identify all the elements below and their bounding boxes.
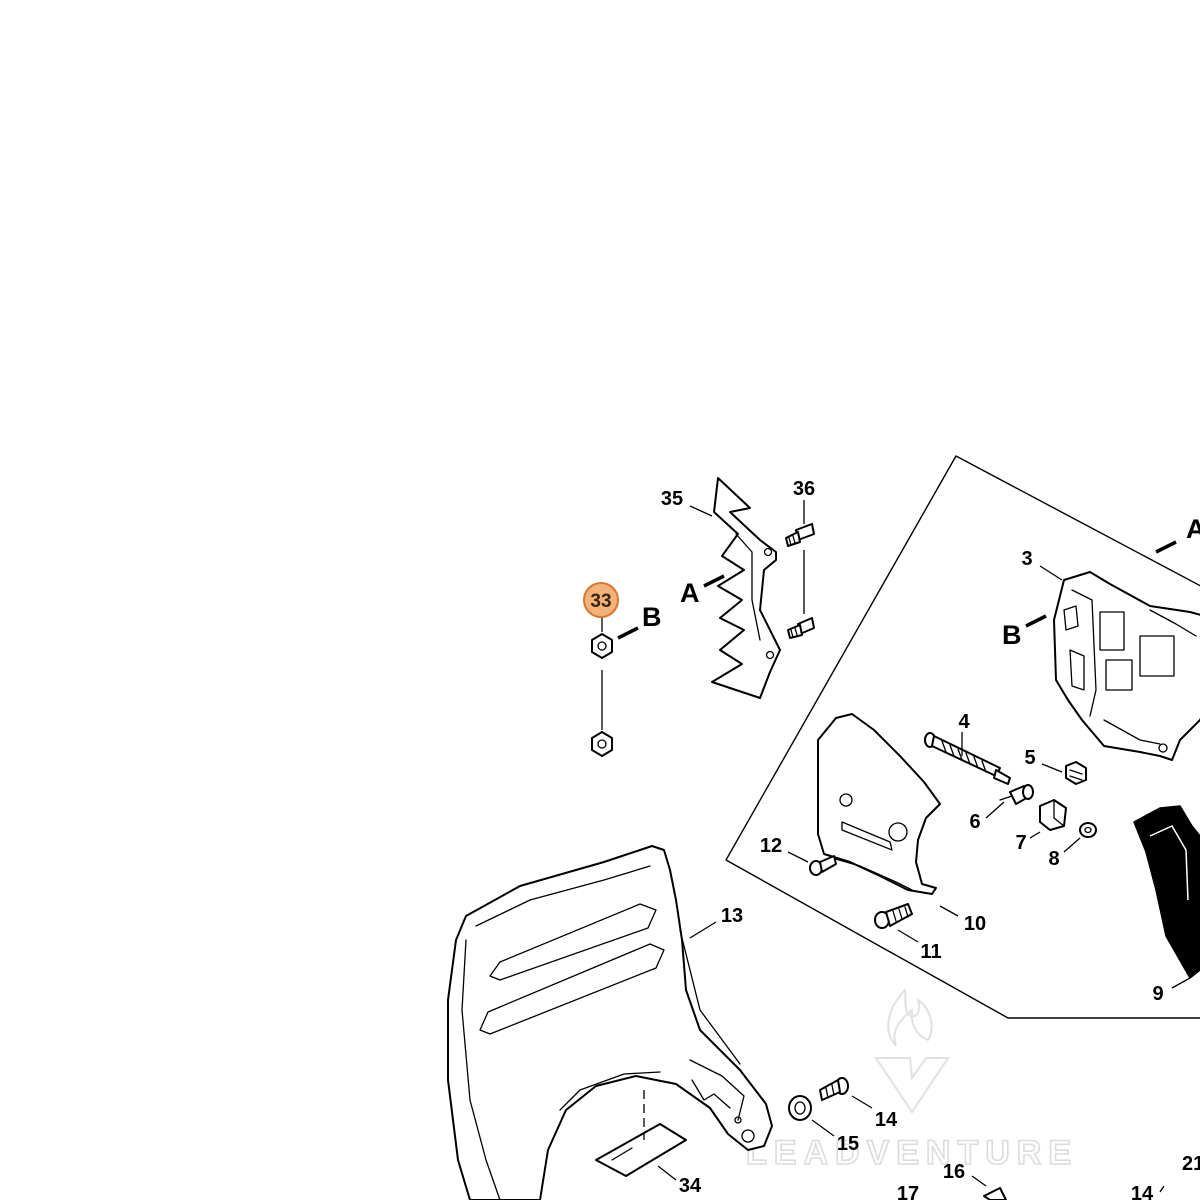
part-number-21[interactable]: 21 (1182, 1153, 1200, 1175)
part-number-5[interactable]: 5 (1024, 747, 1035, 769)
guard-screw (819, 1077, 849, 1101)
tensioner-pin (999, 784, 1034, 805)
part-number-6[interactable]: 6 (969, 811, 980, 833)
part-number-8[interactable]: 8 (1048, 848, 1059, 870)
spike-screw-bottom (787, 617, 815, 639)
reference-b-nut: B (617, 602, 662, 640)
part-number-14[interactable]: 14 (875, 1109, 898, 1131)
kit-enclosure-outline (725, 455, 1200, 1019)
tensioner-nut (1065, 761, 1087, 785)
reference-label: A (680, 578, 700, 608)
reference-label: B (642, 602, 662, 632)
reference-a-box: A (1155, 514, 1200, 554)
flame-v-logo-icon (874, 987, 950, 1114)
part-number-labels: 35 36 3 4 5 6 7 8 9 10 11 12 13 14 15 34… (661, 478, 1200, 1200)
leader-14-bottom (1159, 1185, 1165, 1193)
part-number-15[interactable]: 15 (837, 1133, 859, 1155)
side-plate (817, 713, 941, 895)
leader-16 (971, 1175, 987, 1187)
sprocket-cover (1053, 571, 1200, 761)
reference-label: B (1002, 620, 1022, 650)
part-number-13[interactable]: 13 (721, 905, 743, 927)
part-number-17[interactable]: 17 (897, 1183, 919, 1200)
part-number-10[interactable]: 10 (964, 913, 986, 935)
part-number-4[interactable]: 4 (958, 711, 970, 733)
part-number-3[interactable]: 3 (1021, 548, 1032, 570)
slide-block (1039, 799, 1067, 831)
reference-label: A (1186, 514, 1200, 544)
leader-lines (601, 500, 1191, 1181)
watermark-text: LEADVENTURE (746, 1134, 1078, 1172)
screw-16-partial (983, 1187, 1007, 1200)
watermark: LEADVENTURE (745, 987, 1078, 1173)
spike-screw-top (785, 523, 815, 547)
small-screw (809, 855, 837, 876)
guard-bushing (788, 1095, 812, 1121)
guide-bar-partial (1133, 805, 1200, 979)
hex-nut-highlighted (591, 633, 613, 659)
reference-b-box: B (1002, 614, 1047, 650)
part-number-16[interactable]: 16 (943, 1161, 965, 1183)
part-number-9[interactable]: 9 (1152, 983, 1163, 1005)
part-number-12[interactable]: 12 (760, 835, 782, 857)
part-number-33[interactable]: 33 (590, 591, 611, 612)
part-number-7[interactable]: 7 (1015, 832, 1026, 854)
guard-pad (595, 1123, 687, 1177)
part-number-36[interactable]: 36 (793, 478, 815, 500)
washer (1079, 822, 1097, 838)
part-number-35[interactable]: 35 (661, 488, 683, 510)
hand-guard (447, 845, 773, 1200)
part-number-11[interactable]: 11 (920, 941, 941, 963)
reference-a-spike: A (680, 574, 725, 608)
tensioner-screw (924, 732, 1011, 785)
hex-nut-lower (591, 731, 613, 757)
plate-screw (874, 903, 913, 929)
part-number-34[interactable]: 34 (679, 1175, 702, 1197)
bumper-spike (711, 477, 781, 699)
callout-33-highlight[interactable]: 33 (583, 582, 619, 618)
part-number-14-bottom[interactable]: 14 (1131, 1183, 1154, 1200)
